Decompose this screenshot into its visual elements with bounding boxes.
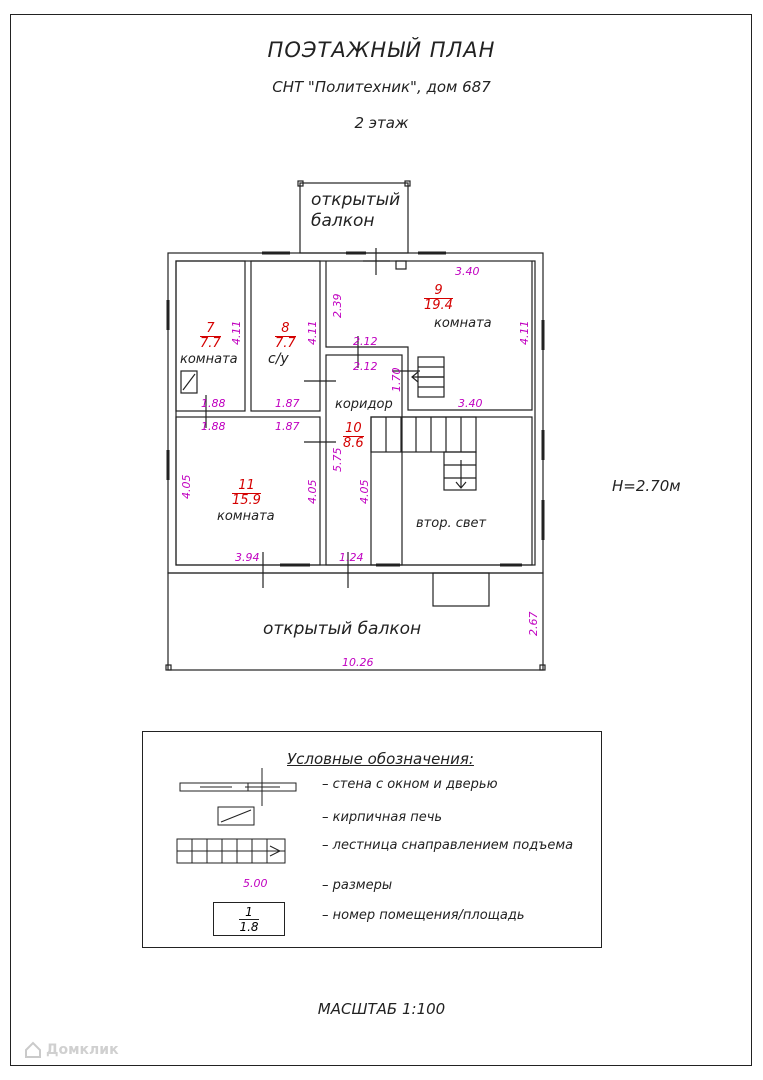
sheet-frame (10, 14, 752, 1066)
legend-item-stairs: – лестница снаправлением подъема (322, 838, 574, 853)
room8-number-value: 8 (275, 322, 296, 337)
room9-number-value: 9 (424, 284, 453, 299)
room7-label: комната (180, 352, 238, 367)
dim-label: 4.11 (518, 320, 531, 346)
dim-label: 3.40 (455, 265, 480, 278)
legend-item-dimensions: – размеры (322, 878, 393, 893)
room7-number: 7 7.7 (200, 322, 221, 351)
dim-label: 1.87 (275, 420, 300, 433)
dim-label: 4.05 (180, 474, 193, 500)
dim-label: 2.39 (331, 293, 344, 319)
dim-label: 3.40 (458, 397, 483, 410)
dim-label: 1.88 (201, 420, 226, 433)
legend-room-sample: 1 1.8 (213, 902, 285, 936)
room11-area-value: 15.9 (232, 493, 261, 508)
dim-label: 1.70 (390, 367, 403, 393)
legend-room-sample-area: 1.8 (239, 920, 259, 934)
room9-area-value: 19.4 (424, 298, 453, 313)
corridor-label: коридор (335, 397, 393, 412)
room11-label: комната (217, 509, 275, 524)
scale-label: МАСШТАБ 1:100 (317, 1000, 446, 1018)
balcony-top-label-1: открытый (311, 190, 401, 210)
room8-number: 8 7.7 (275, 322, 296, 351)
room7-number-value: 7 (200, 322, 221, 337)
floor-label: 2 этаж (354, 114, 409, 132)
legend-room-sample-number: 1 (239, 905, 259, 920)
legend-item-room-number: – номер помещения/площадь (322, 908, 525, 923)
room8-label: с/у (268, 351, 289, 367)
balcony-bottom-label: открытый балкон (263, 619, 422, 639)
room7-area-value: 7.7 (200, 336, 221, 351)
legend-item-wall: – стена с окном и дверью (322, 777, 498, 792)
dim-label: 4.05 (358, 479, 371, 505)
second-light-label: втор. свет (416, 516, 487, 531)
room10-number-value: 10 (343, 422, 364, 437)
dim-label: 2.12 (353, 335, 378, 348)
dim-label: 4.11 (306, 320, 319, 346)
legend-title: Условные обозначения: (287, 750, 474, 768)
room9-number: 9 19.4 (424, 284, 453, 313)
home-icon (25, 1041, 41, 1058)
room8-area-value: 7.7 (275, 336, 296, 351)
plan-subtitle: СНТ "Политехник", дом 687 (272, 78, 491, 96)
room10-area-value: 8.6 (343, 436, 364, 451)
legend-box (142, 731, 602, 948)
dim-label: 2.12 (353, 360, 378, 373)
dim-label: 1.24 (339, 551, 364, 564)
dim-label: 1.88 (201, 397, 226, 410)
legend-dimension-sample: 5.00 (243, 877, 268, 890)
watermark: Домклик (46, 1042, 119, 1058)
room11-number-value: 11 (232, 479, 261, 494)
room10-number: 10 8.6 (343, 422, 364, 451)
ceiling-height: H=2.70м (612, 477, 681, 495)
dim-label: 5.75 (331, 447, 344, 473)
plan-title: ПОЭТАЖНЫЙ ПЛАН (267, 38, 496, 62)
balcony-top-label-2: балкон (311, 211, 375, 231)
dim-label: 4.11 (230, 320, 243, 346)
dim-label: 3.94 (235, 551, 260, 564)
legend-item-stove: – кирпичная печь (322, 810, 443, 825)
dim-label: 4.05 (306, 479, 319, 505)
dim-label: 2.67 (527, 611, 540, 637)
room11-number: 11 15.9 (232, 479, 261, 508)
dim-label: 10.26 (342, 656, 374, 669)
room9-label: комната (434, 316, 492, 331)
dim-label: 1.87 (275, 397, 300, 410)
